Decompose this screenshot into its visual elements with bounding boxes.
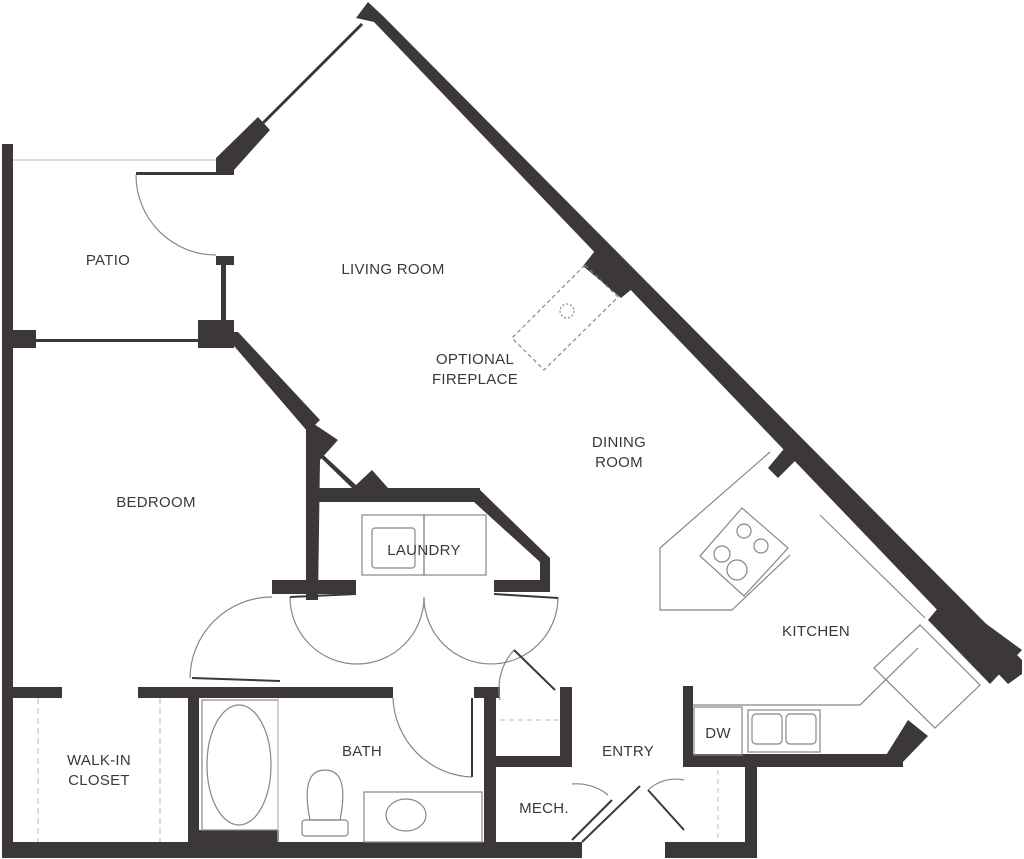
label-entry: ENTRY [602, 743, 654, 760]
label-fireplace-1: OPTIONAL [436, 351, 514, 368]
wall-bath-right [484, 687, 496, 857]
laundry-label-box [371, 527, 416, 569]
wall-laundry-diagonal [474, 488, 550, 590]
sink [747, 709, 821, 753]
bedroom-door-leaf [191, 677, 281, 682]
label-living-room: LIVING ROOM [341, 261, 444, 278]
mech-door-swing [571, 783, 609, 796]
wall-living-door-top [136, 172, 234, 175]
label-dw: DW [705, 725, 731, 742]
wall-laundry-top [318, 488, 480, 502]
wall-kitchen-bottom [683, 754, 903, 767]
living-door-swing [135, 174, 217, 256]
fireplace-vent [559, 303, 575, 319]
dishwasher [693, 706, 743, 756]
burner-1 [736, 523, 752, 539]
sink-bowl-left [751, 713, 783, 745]
mech-door-leaf [571, 799, 613, 841]
wall-laundry-wedge [318, 450, 388, 488]
kitchen-counter [819, 514, 926, 619]
bedroom-door-swing [189, 596, 273, 679]
wall-bottom-left [2, 842, 582, 858]
wall-kitchen-corner [880, 720, 928, 765]
wall-dining-stub [768, 438, 806, 478]
toilet-tank [301, 819, 349, 837]
fridge [873, 624, 981, 729]
burner-4 [726, 559, 748, 581]
toilet [306, 769, 344, 821]
wall-bath-left [188, 687, 199, 855]
laundry-door-left [289, 596, 425, 665]
wall-mech-top [496, 756, 570, 767]
label-bath: BATH [342, 743, 382, 760]
wall-bedroom-patio [12, 339, 200, 342]
laundry-door-right [423, 596, 559, 665]
sink-bowl-right [785, 713, 817, 745]
closet-door-leaf [513, 649, 556, 691]
entry-door-swing [647, 778, 685, 791]
kitchen-island [659, 451, 791, 611]
kitchen-counter-lower [693, 647, 919, 706]
wall-block-kitchen [928, 596, 1022, 684]
burner-2 [753, 538, 769, 554]
entry-door-left [581, 785, 641, 843]
label-bedroom: BEDROOM [116, 494, 196, 511]
wall-bedroom-diagonal [222, 332, 320, 432]
bathtub [206, 704, 272, 826]
wall-bottom-right [665, 842, 757, 858]
wall-closet-right [745, 754, 757, 854]
laundry-door-right-leaf [493, 593, 559, 599]
wall-mech-right [560, 687, 572, 767]
label-patio: PATIO [86, 252, 130, 269]
window-upper [260, 22, 364, 126]
wall-closet-top-left [10, 687, 62, 698]
wall-kitchen-left [683, 686, 693, 767]
label-mech: MECH. [519, 800, 569, 817]
wall-bedroom-patio-left [10, 330, 36, 348]
wall-bath-tub-base [199, 830, 279, 844]
closet-door-swing [498, 649, 515, 701]
wall-patio-post-line [221, 265, 226, 320]
vanity [363, 791, 483, 843]
room-labels: PATIO LIVING ROOM OPTIONAL FIREPLACE DIN… [67, 252, 850, 817]
fixtures-and-doors [13, 159, 981, 843]
label-closet-1: WALK-IN [67, 752, 131, 769]
tub-surround [201, 699, 279, 831]
dryer [423, 514, 487, 576]
fireplace-outline [511, 264, 619, 371]
label-fireplace-2: FIREPLACE [432, 371, 518, 388]
wall-laundry-left [306, 500, 318, 596]
wall-left-outer [2, 144, 13, 858]
entry-door-right [647, 789, 685, 831]
wall-diagonal-ne [356, 2, 1022, 684]
vanity-sink [385, 798, 427, 832]
laundry-door-left-leaf [289, 593, 357, 598]
label-dining-1: DINING [592, 434, 646, 451]
wall-closet-top-right [138, 687, 393, 698]
burner-3 [713, 545, 731, 563]
label-laundry: LAUNDRY [387, 542, 461, 559]
wall-laundry-right-stub [494, 580, 550, 592]
label-closet-2: CLOSET [68, 772, 130, 789]
wall-patio-post [216, 256, 234, 265]
wall-bedroom-door-head [272, 580, 356, 594]
cooktop [699, 507, 789, 597]
label-kitchen: KITCHEN [782, 623, 850, 640]
bath-door-swing [392, 697, 473, 778]
label-dining-2: ROOM [595, 454, 643, 471]
wall-living-corner [216, 117, 270, 175]
wall-block-living [583, 247, 643, 298]
